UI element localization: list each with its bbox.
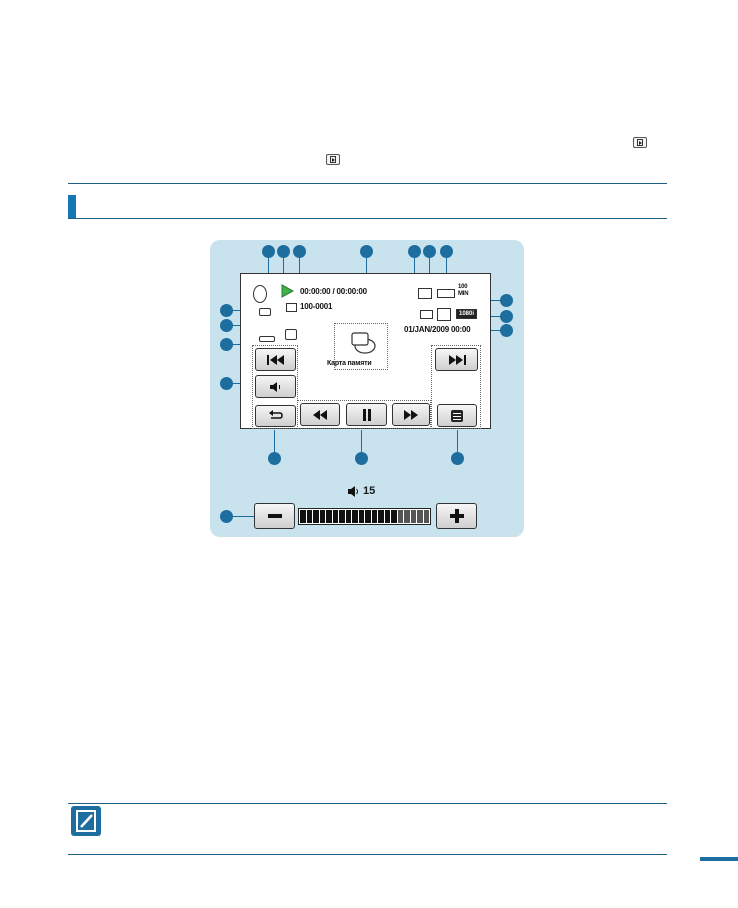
memory-card-icon <box>351 332 376 354</box>
volume-segment <box>300 510 306 523</box>
callout-marker <box>220 510 233 523</box>
volume-button[interactable] <box>255 375 296 398</box>
leader-line <box>283 257 284 283</box>
callout-marker <box>451 452 464 465</box>
battery-time: 100 <box>458 284 468 290</box>
video-mode-icon <box>253 285 267 303</box>
volume-segment <box>326 510 332 523</box>
file-number: 100-0001 <box>300 302 333 311</box>
fast-forward-button[interactable] <box>392 403 430 426</box>
callout-marker <box>500 294 513 307</box>
volume-segment <box>313 510 319 523</box>
callout-marker <box>355 452 368 465</box>
volume-slider[interactable] <box>298 508 431 525</box>
leader-line <box>268 257 269 283</box>
resolution-badge: 1080i <box>456 309 477 319</box>
storage-caption: Карта памяти <box>327 360 372 367</box>
stabilizer-icon <box>437 308 451 321</box>
speaker-icon <box>348 486 358 497</box>
right-control-group <box>431 345 481 429</box>
volume-segment <box>391 510 397 523</box>
battery-icon <box>437 289 455 298</box>
timecode: 00:00:00 / 00:00:00 <box>300 287 367 296</box>
date-time: 01/JAN/2009 00:00 <box>404 325 471 334</box>
divider <box>68 854 667 855</box>
leader-line <box>232 516 254 517</box>
storage-media-area <box>334 323 388 370</box>
volume-segment <box>384 510 390 523</box>
volume-segment <box>410 510 416 523</box>
divider <box>68 183 667 184</box>
page-tab <box>700 857 738 861</box>
callout-marker <box>220 377 233 390</box>
volume-down-button[interactable] <box>254 503 295 529</box>
volume-segment <box>417 510 423 523</box>
skip-previous-button[interactable] <box>255 348 296 371</box>
volume-up-button[interactable] <box>436 503 477 529</box>
leader-line <box>366 257 367 287</box>
callout-marker <box>220 338 233 351</box>
playback-control-group <box>297 400 431 429</box>
leader-line <box>446 257 447 283</box>
pause-button[interactable] <box>346 403 387 426</box>
sound-mode-icon <box>420 310 433 319</box>
callout-marker <box>262 245 275 258</box>
volume-segment <box>371 510 377 523</box>
volume-segment <box>332 510 338 523</box>
return-button[interactable] <box>255 405 296 427</box>
storage-media-icon <box>418 288 432 299</box>
leader-line <box>274 430 275 458</box>
callout-marker <box>360 245 373 258</box>
note-icon <box>71 806 101 836</box>
callout-marker <box>408 245 421 258</box>
callout-marker <box>293 245 306 258</box>
callout-marker <box>500 324 513 337</box>
callout-marker <box>220 304 233 317</box>
volume-segment <box>319 510 325 523</box>
play-mode-icon <box>326 154 340 165</box>
volume-segment <box>365 510 371 523</box>
leader-line <box>457 430 458 458</box>
menu-button[interactable] <box>437 404 477 427</box>
callout-marker <box>277 245 290 258</box>
play-status-icon <box>281 284 294 298</box>
section-marker <box>68 195 76 218</box>
callout-marker <box>500 310 513 323</box>
volume-segment <box>352 510 358 523</box>
volume-segment <box>358 510 364 523</box>
callout-marker <box>423 245 436 258</box>
volume-segment <box>345 510 351 523</box>
battery-unit: MIN <box>458 291 469 297</box>
protect-key-icon <box>259 336 275 342</box>
play-mode-icon <box>633 137 647 148</box>
volume-segment <box>339 510 345 523</box>
left-control-group <box>252 345 298 429</box>
leader-line <box>482 330 502 331</box>
skip-next-button[interactable] <box>435 348 478 371</box>
volume-segment <box>306 510 312 523</box>
rewind-button[interactable] <box>300 403 340 426</box>
divider <box>68 803 667 804</box>
continuous-play-icon <box>259 308 271 316</box>
volume-segment <box>423 510 429 523</box>
print-order-icon <box>285 329 297 340</box>
callout-marker <box>440 245 453 258</box>
volume-segment <box>404 510 410 523</box>
divider <box>68 218 667 219</box>
leader-line <box>361 430 362 458</box>
callout-marker <box>220 319 233 332</box>
volume-segment <box>378 510 384 523</box>
volume-segment <box>397 510 403 523</box>
volume-level-label: 15 <box>363 485 376 497</box>
playlist-icon <box>286 303 297 312</box>
leader-line <box>429 257 430 285</box>
callout-marker <box>268 452 281 465</box>
